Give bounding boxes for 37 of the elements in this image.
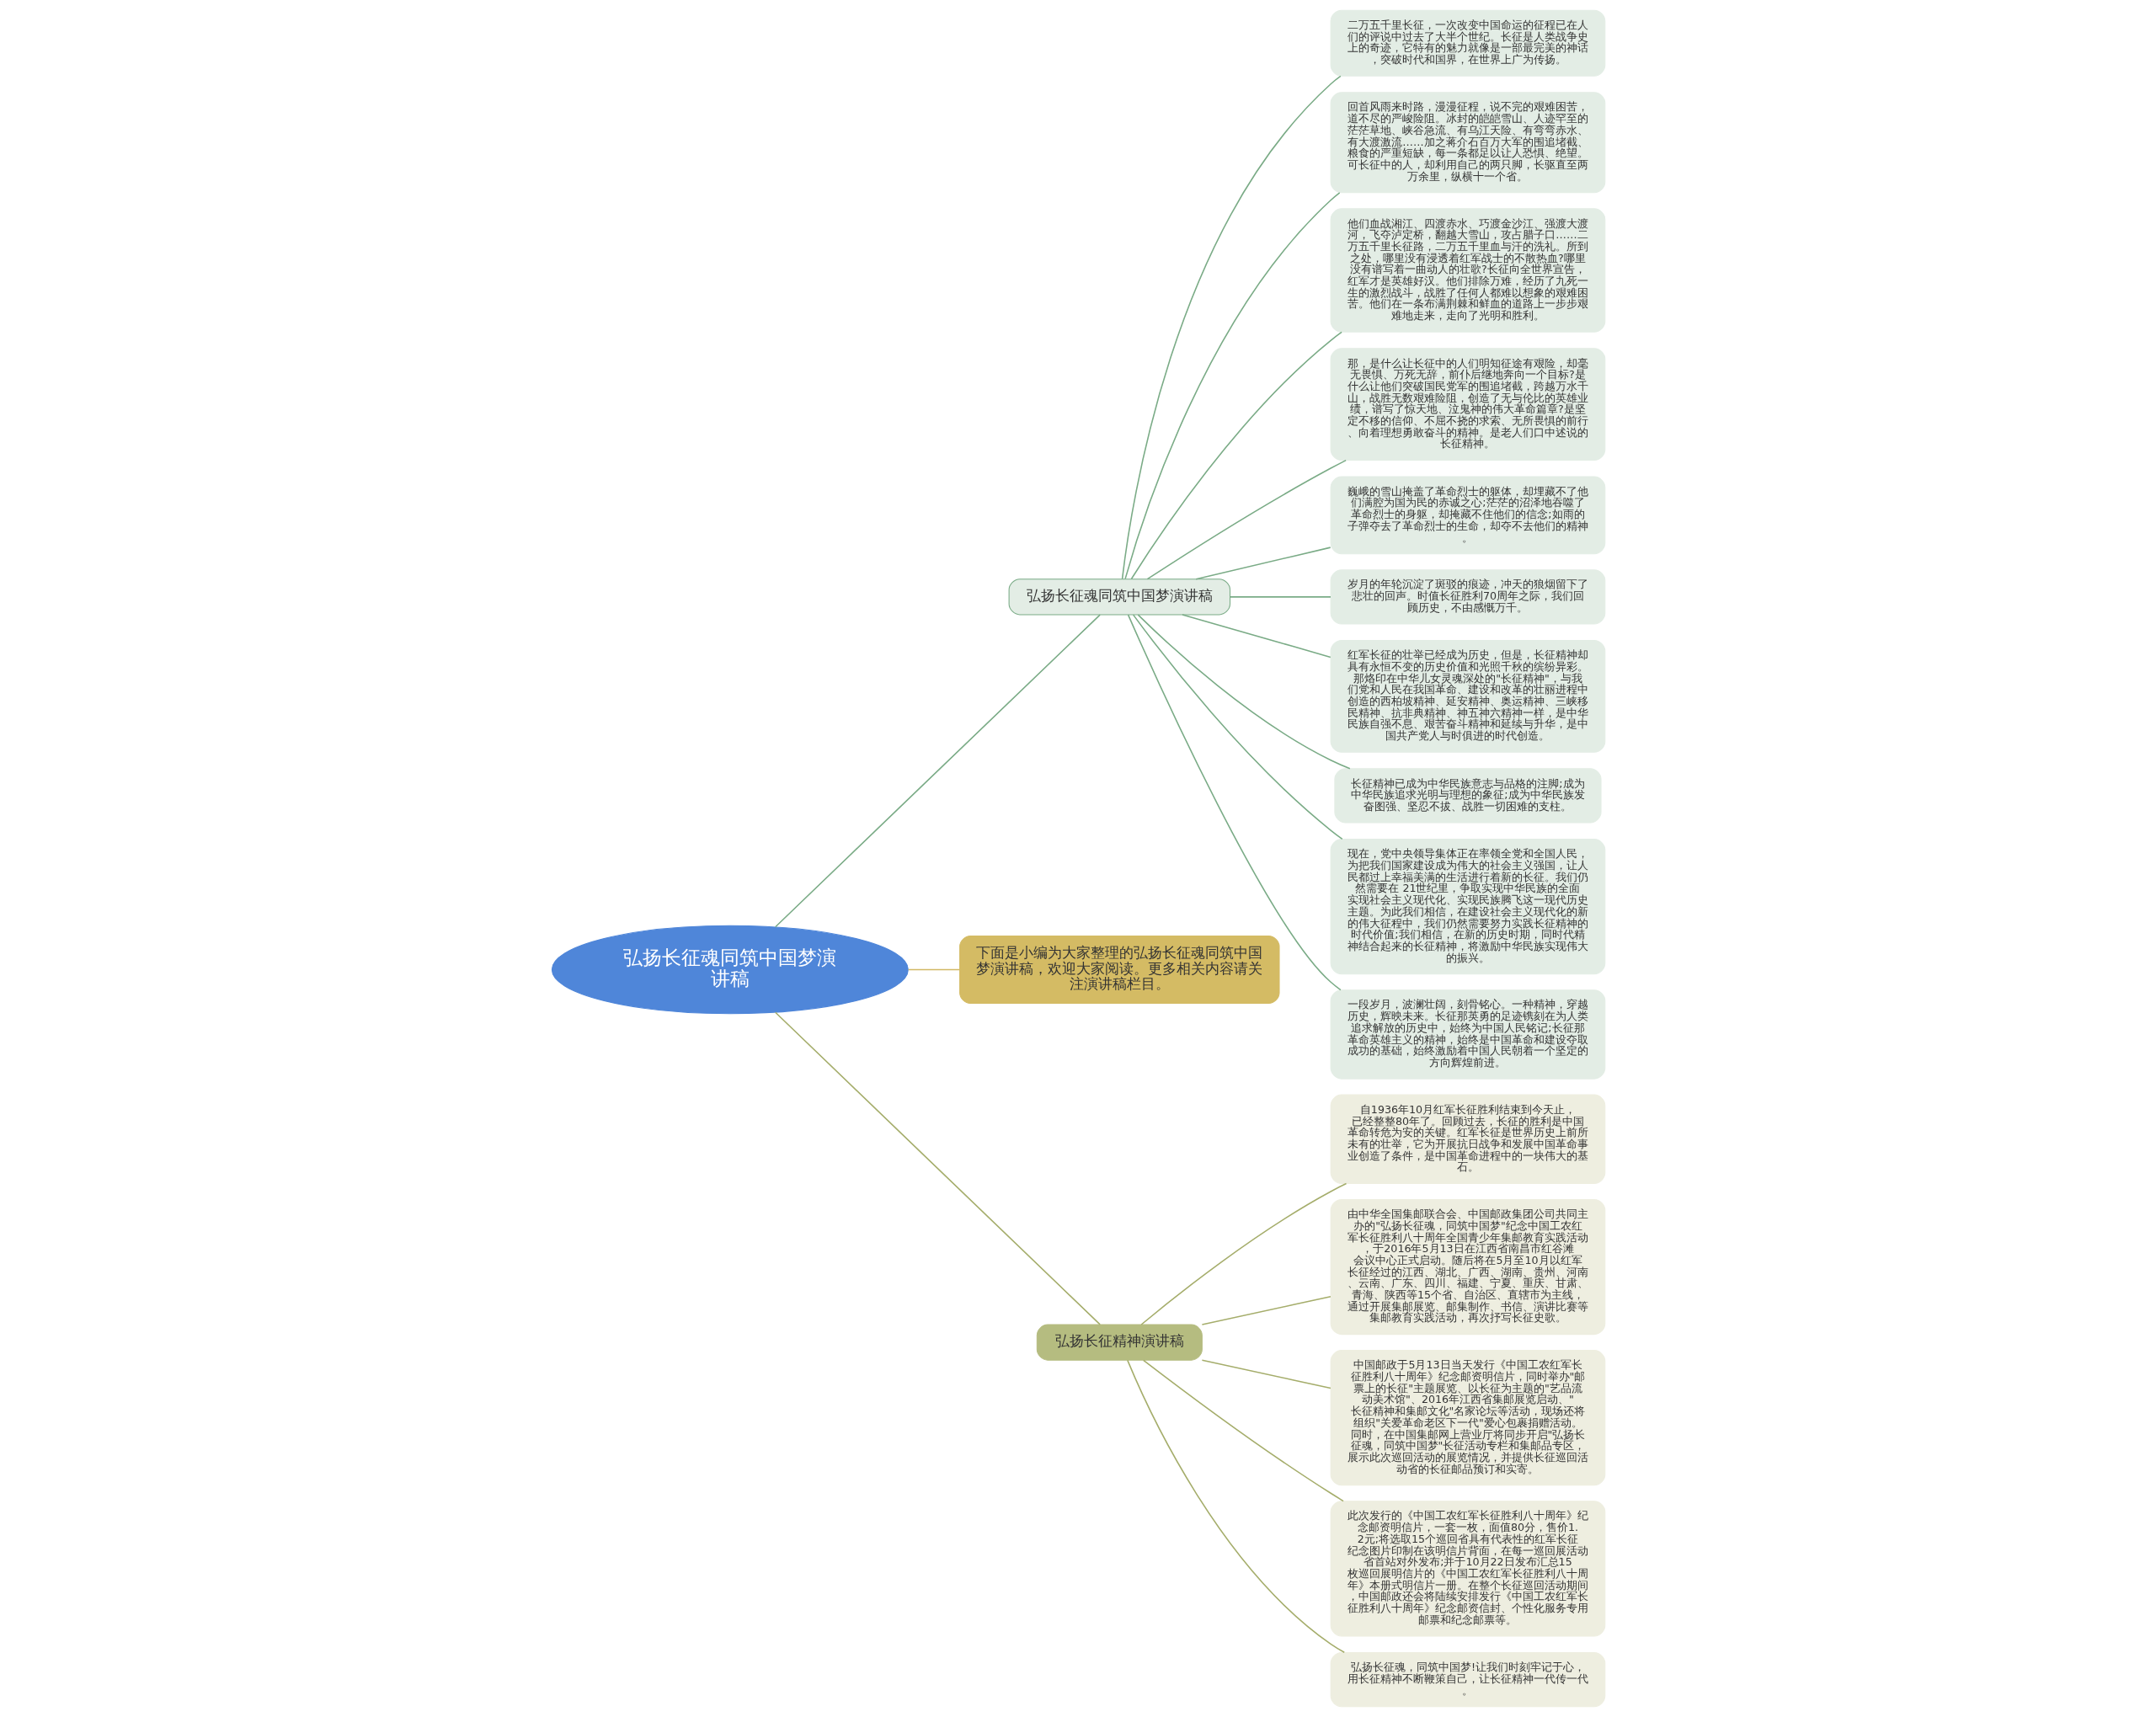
connector — [907, 968, 960, 971]
connector — [1139, 1182, 1347, 1325]
connector — [1146, 459, 1347, 580]
node-box: 二万五千里长征，一次改变中国命运的征程已在人们的评说中过去了大半个世纪。长征是人类战争史上的奇迹，它特有的魅力就像是一部最完美的神话，突破时代和国界，在世界上广为传扬。 — [1330, 9, 1605, 77]
connector — [1123, 192, 1340, 580]
node-box: 长征精神已成为中华民族意志与品格的注脚;成为中华民族追求光明与理想的象征;成为中华民族发奋图强、坚忍不拔、战胜一切困难的支柱。 — [1333, 768, 1602, 824]
node-box: 回首风雨来时路，漫漫征程，说不完的艰难困苦，道不尽的严峻险阻。冰封的皑皑雪山、人迹罕至的茫茫草地、峡谷急流、有乌江天险、有弯弯赤水、有大渡激流……加之蒋介石百万大军的围追堵截、粮食的严重短缺，每一条都足以让人恐惧、绝望。可长征中的人，却利用自己的两只脚，长驱直至两万余里，纵横十一个省。 — [1330, 92, 1605, 194]
node-box: 下面是小编为大家整理的弘扬长征魂同筑中国梦演讲稿，欢迎大家阅读。更多相关内容请关注演讲稿栏目。 — [958, 935, 1280, 1005]
node-box: 弘扬长征魂同筑中国梦演讲稿 — [1008, 579, 1230, 616]
connector — [1229, 596, 1331, 598]
connector — [1121, 75, 1342, 580]
node-ellipse: 弘扬长征魂同筑中国梦演讲稿 — [551, 925, 909, 1015]
node-box: 巍峨的雪山掩盖了革命烈士的躯体，却埋藏不了他们满腔为国为民的赤诚之心;茫茫的沼泽地吞噬了革命烈士的身躯，却掩藏不住他们的信念;如雨的子弹夺去了革命烈士的生命，却夺不去他们的精神。 — [1330, 476, 1605, 555]
connector — [1130, 331, 1342, 580]
connector — [774, 1011, 1101, 1325]
node-box: 中国邮政于5月13日当天发行《中国工农红军长征胜利八十周年》纪念邮资明信片，同时举办"邮票上的长征"主题展览、以长征为主题的"艺品流动美术馆"、2016年江西省集邮展览启动、"长征精神和集邮文化"名家论坛等活动，现场还将组织"关爱革命老区下一代"爱心包裹捐赠活动。同时，在中国集邮网上营业厅将同步开启"弘扬长征魂，同筑中国梦"长征活动专栏和集邮品专区，展示此次巡回活动的展览情况，并提供长征巡回活动省的长征邮品预订和实寄。 — [1330, 1350, 1605, 1486]
connector — [774, 614, 1101, 928]
connector — [1126, 1359, 1345, 1654]
node-box: 自1936年10月红军长征胜利结束到今天止，已经整整80年了。回顾过去，长征的胜利是中国革命转危为安的关键。红军长征是世界历史上前所未有的壮举，它为开展抗日战争和发展中国革命事业创造了条件，是中国革命进程中的一块伟大的基石。 — [1330, 1094, 1605, 1184]
node-box: 一段岁月，波澜壮阔，刻骨铭心。一种精神，穿越历史，辉映未来。长征那英勇的足迹镌刻在为人类追求解放的历史中，始终为中国人民铭记;长征那革命英雄主义的精神，始终是中国革命和建设夺取成功的基础，始终激励着中国人民朝着一个坚定的方向辉煌前进。 — [1330, 989, 1605, 1080]
connector — [1181, 614, 1331, 659]
node-box: 红军长征的壮举已经成为历史，但是，长征精神却具有永恒不变的历史价值和光照千秋的缤纷异彩。那烙印在中华儿女灵魂深处的"长征精神"，与我们党和人民在我国革命、建设和改革的壮丽进程中创造的西柏坡精神、延安精神、奥运精神、三峡移民精神、抗非典精神、神五神六精神一样，是中华民族自强不息、艰苦奋斗精神和延续与升华，是中国共产党人与时俱进的时代创造。 — [1330, 640, 1605, 753]
connector — [1127, 614, 1342, 991]
connector — [1132, 614, 1343, 840]
node-box: 由中华全国集邮联合会、中国邮政集团公司共同主办的"弘扬长征魂，同筑中国梦"纪念中国工农红军长征胜利八十周年全国青少年集邮教育实践活动，于2016年5月13日在江西省南昌市红谷滩会议中心正式启动。随后将在5月至10月以红军长征经过的江西、湖北、广西、湖南、贵州、河南、云南、广东、四川、福建、宁夏、重庆、甘肃、青海、陕西等15个省、自治区、直辖市为主线，通过开展集邮展览、邮集制作、书信、演讲比赛等集邮教育实践活动，再次抒写长征史歌。 — [1330, 1198, 1605, 1336]
node-box: 此次发行的《中国工农红军长征胜利八十周年》纪念邮资明信片，一套一枚，面值80分，售价1.2元;将选取15个巡回省具有代表性的红军长征纪念图片印制在该明信片背面，在每一巡回展活动省首站对外发布;并于10月22日发布汇总15枚巡回展明信片的《中国工农红军长征胜利八十周年》本册式明信片一册。在整个长征巡回活动期间，中国邮政还会将陆续安排发行《中国工农红军长征胜利八十周年》纪念邮资信封、个性化服务专用邮票和纪念邮票等。 — [1330, 1501, 1605, 1637]
node-box: 那，是什么让长征中的人们明知征途有艰险，却毫无畏惧、万死无辞，前仆后继地奔向一个目标?是什么让他们突破国民党军的围追堵截，跨越万水千山，战胜无数艰难险阻，创造了无与伦比的英雄业绩，谱写了惊天地、泣鬼神的伟大革命篇章?是坚定不移的信仰、不屈不挠的求索、无所畏惧的前行、向着理想勇敢奋斗的精神。是老人们口中述说的长征精神。 — [1330, 348, 1605, 461]
node-box: 弘扬长征精神演讲稿 — [1036, 1324, 1203, 1361]
node-box: 岁月的年轮沉淀了斑驳的痕迹，冲天的狼烟留下了悲壮的回声。时值长征胜利70周年之际，我们回顾历史，不由感慨万千。 — [1330, 569, 1605, 625]
node-box: 弘扬长征魂，同筑中国梦!让我们时刻牢记于心，用长征精神不断鞭策自己，让长征精神一代传一代。 — [1330, 1651, 1605, 1708]
connector — [1194, 547, 1331, 580]
node-box: 他们血战湘江、四渡赤水、巧渡金沙江、强渡大渡河，飞夺泸定桥，翻越大雪山，攻占腊子口……二万五千里长征路，二万五千里血与汗的洗礼。所到之处，哪里没有浸透着红军战士的不散热血?哪里没有谱写着一曲动人的壮歌?长征向全世界宣告，红军才是英雄好汉。他们排除万难，经历了九死一生的激烈战斗，战胜了任何人都难以想象的艰难困苦。他们在一条布满荆棘和鲜血的道路上一步步艰难地走来，走向了光明和胜利。 — [1330, 208, 1605, 333]
connector — [1142, 1359, 1344, 1502]
connector — [1201, 1296, 1331, 1325]
node-box: 现在，党中央领导集体正在率领全党和全国人民，为把我们国家建设成为伟大的社会主义强国，让人民都过上幸福美满的生活进行着新的长征。我们仍然需要在 21世纪里，争取实现中华民族的全面实现社会主义现代化、实现民族腾飞这一现代历史主题。为此我们相信，在建设社会主义现代化的新的伟大征程中，我们仍然需要努力实践长征精神的时代价值;我们相信，在新的历史时期，同时代精神结合起来的长征精神，将激励中华民族实现伟大的振兴。 — [1330, 839, 1605, 975]
connector — [1201, 1359, 1331, 1389]
connector — [1137, 614, 1351, 770]
